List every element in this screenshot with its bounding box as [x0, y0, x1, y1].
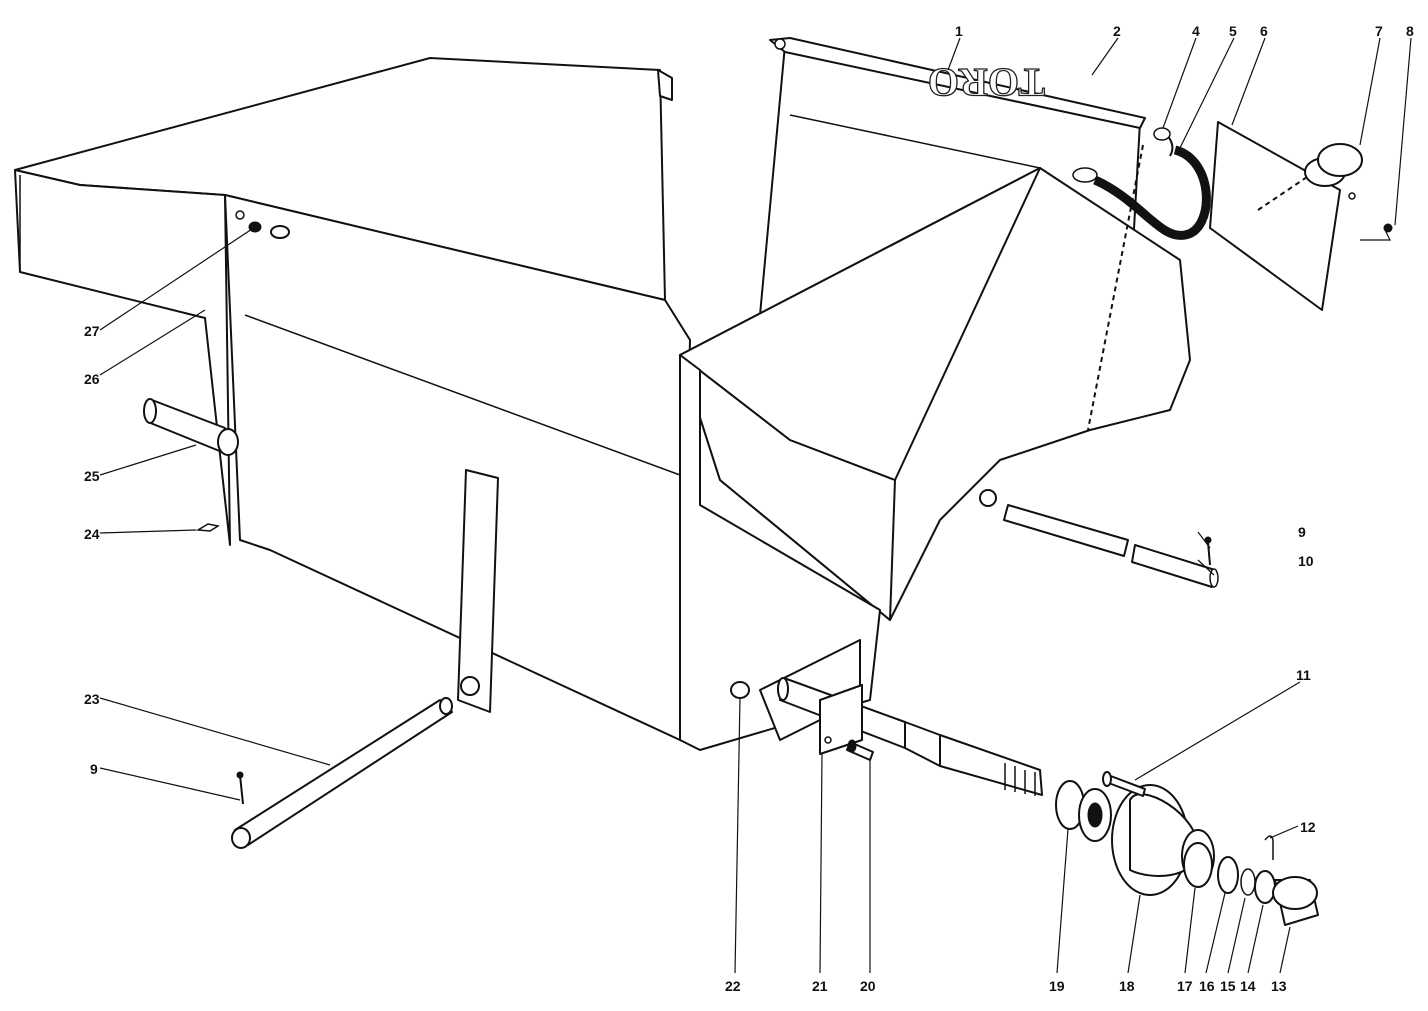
rod-10 [1003, 504, 1219, 588]
callout-12: 12 [1300, 819, 1316, 835]
callout-5: 5 [1229, 23, 1237, 39]
axle-shaft [777, 677, 1043, 796]
callout-21: 21 [812, 978, 828, 994]
callout-25: 25 [84, 468, 100, 484]
callout-18: 18 [1119, 978, 1135, 994]
bolt-20 [846, 739, 874, 761]
callout-6: 6 [1260, 23, 1268, 39]
spring-hook [1072, 127, 1211, 240]
callout-19: 19 [1049, 978, 1065, 994]
rod-23 [231, 697, 453, 849]
cotter-pin-12 [1264, 835, 1274, 860]
bolt-11 [1102, 771, 1146, 797]
callout-27: 27 [84, 323, 100, 339]
nut-14 [1254, 870, 1276, 904]
washer-15 [1240, 868, 1256, 896]
left-housing [14, 57, 691, 741]
axle-pin-25 [143, 398, 239, 456]
callout-23: 23 [84, 691, 100, 707]
callout-4: 4 [1192, 23, 1200, 39]
callout-9-right: 9 [1298, 524, 1306, 540]
callout-1: 1 [955, 23, 963, 39]
callout-labels: 1 2 4 5 6 7 8 9 10 11 12 13 14 15 16 17 … [84, 23, 1414, 994]
callout-16: 16 [1199, 978, 1215, 994]
callout-20: 20 [860, 978, 876, 994]
callout-8: 8 [1406, 23, 1414, 39]
callout-10: 10 [1298, 553, 1314, 569]
callout-14: 14 [1240, 978, 1256, 994]
callout-17: 17 [1177, 978, 1193, 994]
flap-plate [1209, 121, 1341, 311]
nut-16 [1217, 856, 1239, 894]
callout-11: 11 [1296, 667, 1311, 683]
nut-22 [730, 681, 750, 699]
callout-7: 7 [1375, 23, 1383, 39]
support-strap [457, 469, 499, 713]
callout-2: 2 [1113, 23, 1121, 39]
cotter-pin-9-left [236, 771, 244, 805]
bearing-19 [1055, 780, 1112, 842]
callout-22: 22 [725, 978, 741, 994]
knob-assembly [1304, 143, 1393, 241]
callout-26: 26 [84, 371, 100, 387]
callout-13: 13 [1271, 978, 1287, 994]
cotter-pin-9-right [1204, 536, 1212, 566]
toro-logo-text: TORO [928, 60, 1045, 105]
right-housing [679, 144, 1191, 751]
callout-15: 15 [1220, 978, 1236, 994]
leader-lines [99, 37, 1412, 974]
callout-24: 24 [84, 526, 100, 542]
bracket-21 [819, 684, 863, 755]
callout-9-left: 9 [90, 761, 98, 777]
cotter-pin-24 [195, 523, 220, 532]
bearing-cone-17 [1183, 842, 1213, 888]
dust-cap-13 [1272, 876, 1319, 926]
